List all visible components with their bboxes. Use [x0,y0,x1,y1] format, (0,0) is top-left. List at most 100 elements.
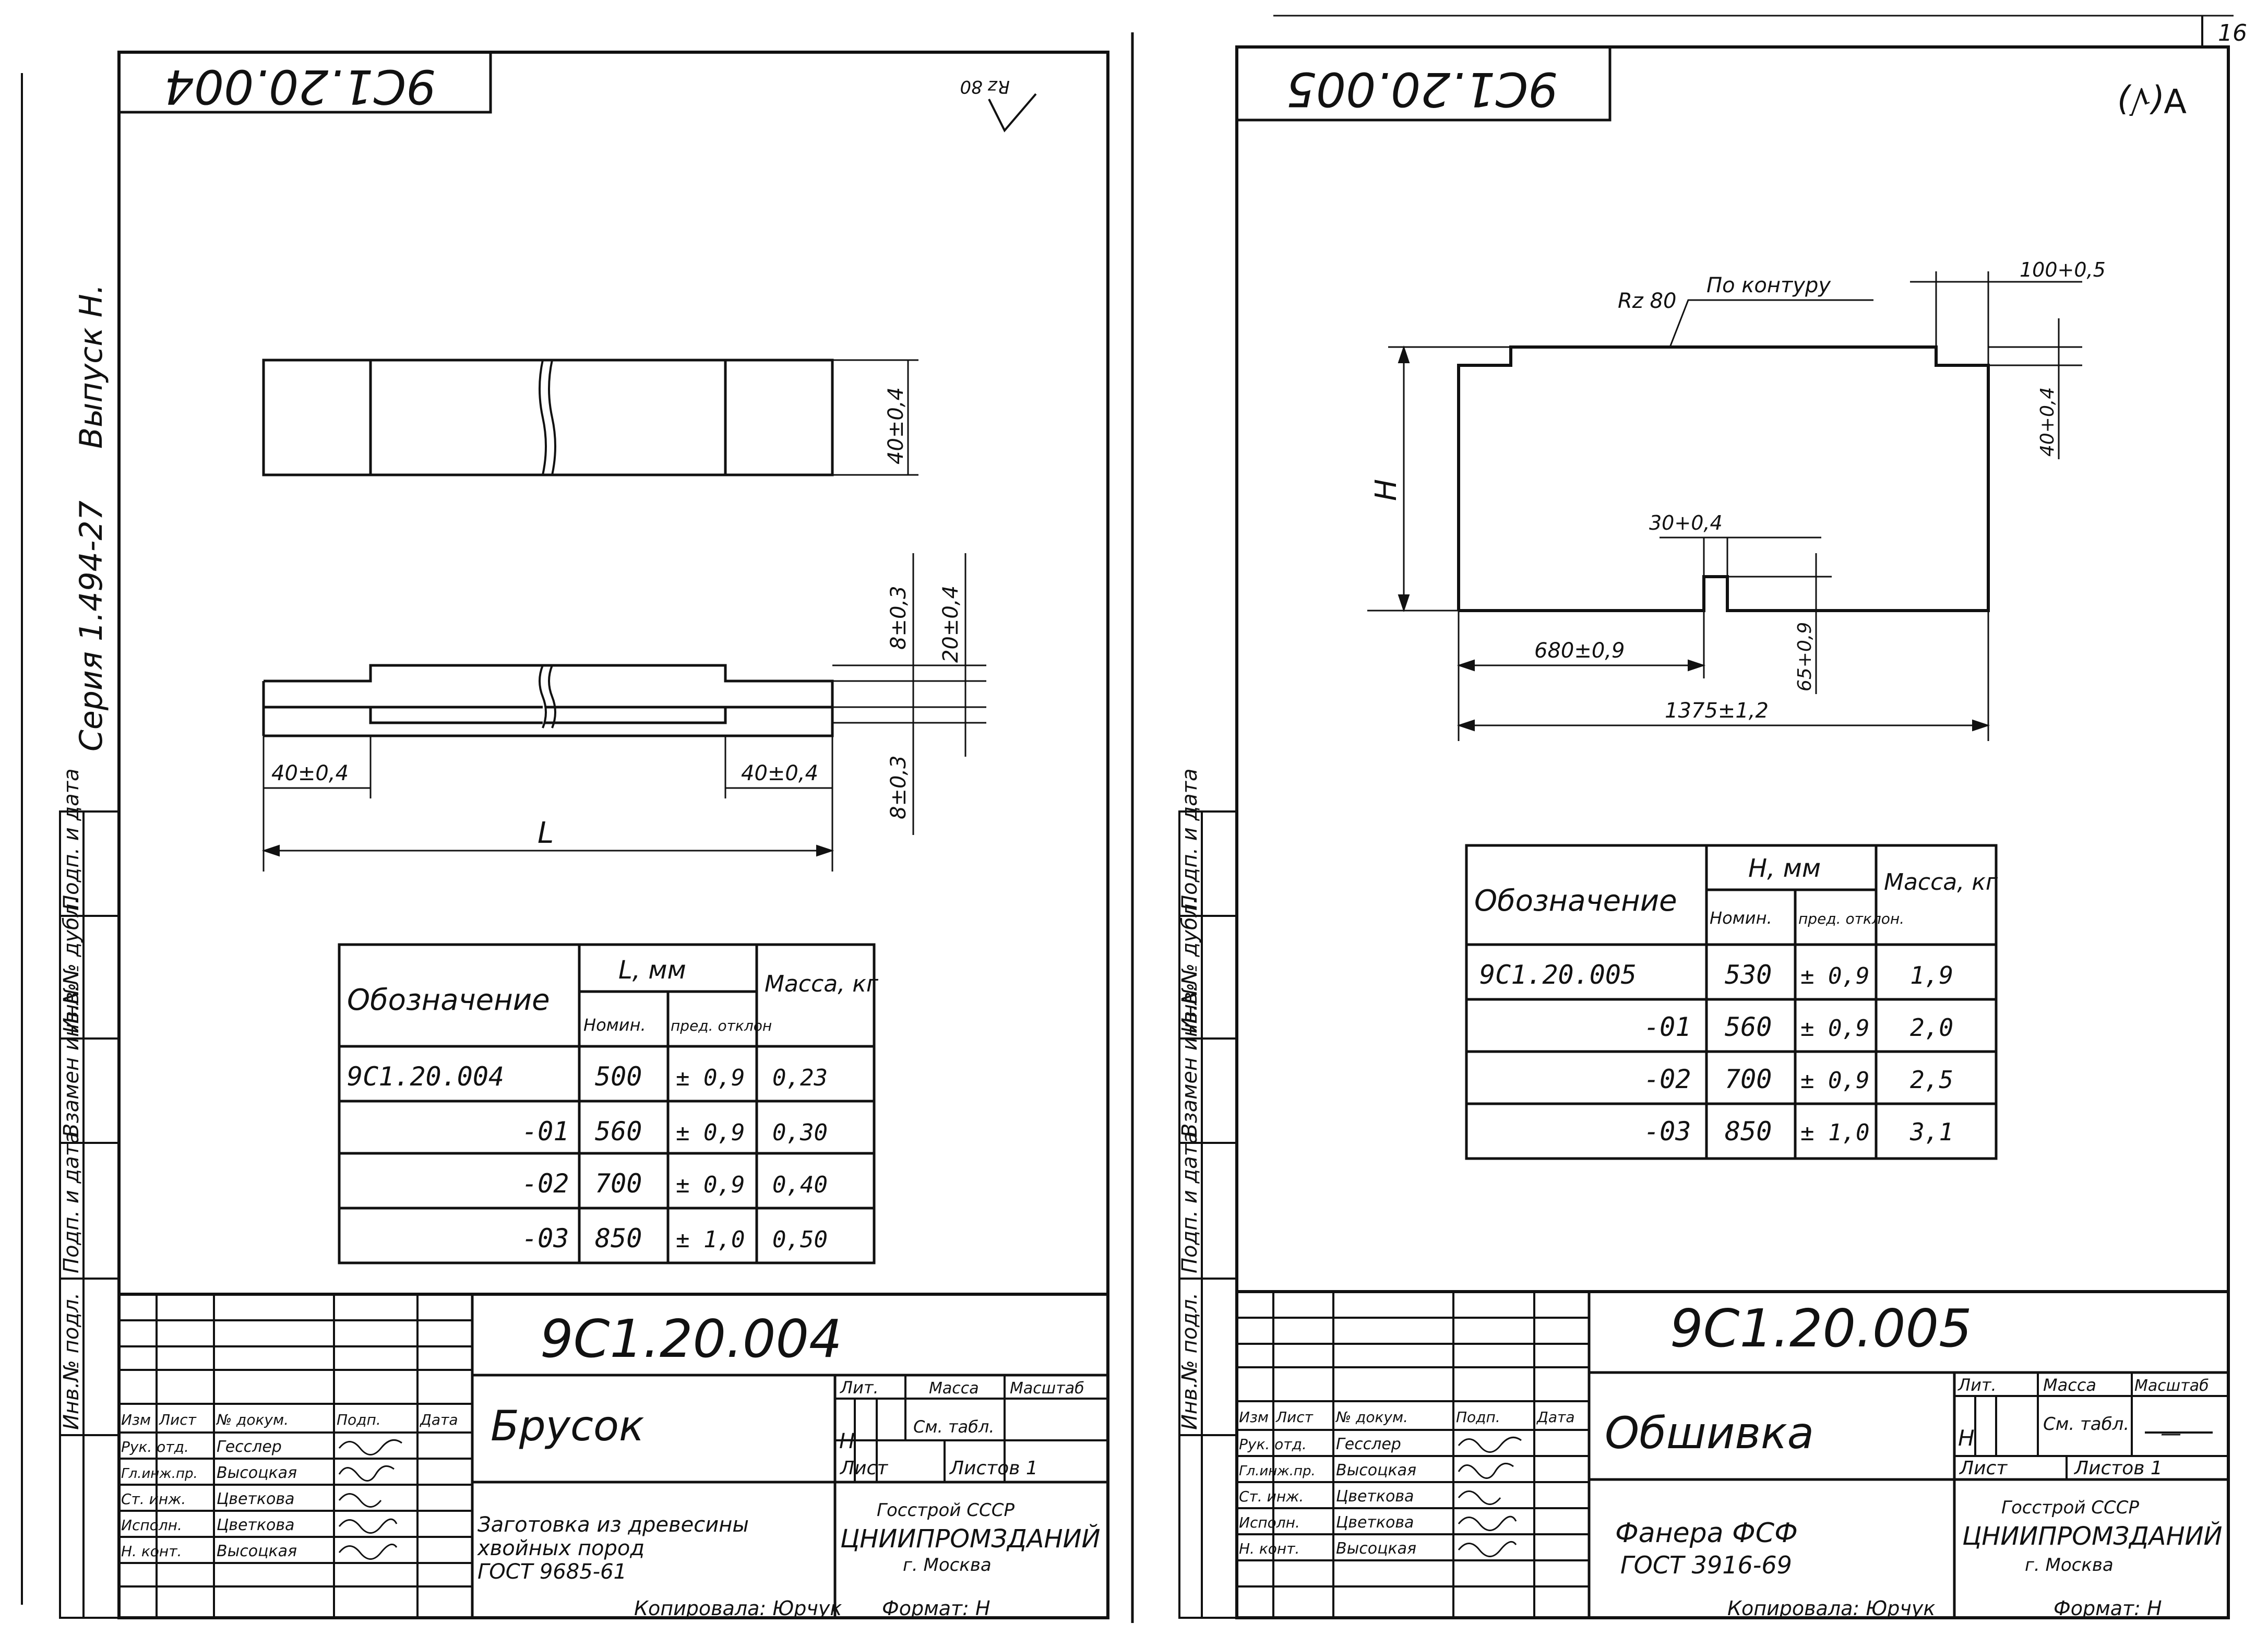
dim-left-end: 40±0,4 [271,761,349,785]
page-frame [1131,15,2234,1623]
scale-label: Масштаб [1010,1379,1084,1398]
table-cell: 9С1.20.005 [1479,960,1637,990]
staff-name: Цветкова [1336,1487,1414,1506]
spec-table [338,943,876,1264]
staff-role: Рук. отд. [121,1438,189,1455]
staff-name: Высоцкая [1336,1461,1416,1479]
org-line: ЦНИИПРОМЗДАНИЙ [840,1524,1100,1554]
dim-slot-pos: 680±0,9 [1534,639,1625,663]
material-line: Фанера ФСФ [1615,1518,1798,1549]
lit-value: Н [1958,1425,1975,1451]
table-cell: 0,30 [772,1119,828,1146]
staff-name: Цветкова [217,1516,294,1534]
scale-label: Масштаб [2134,1377,2209,1395]
table-cell: 500 [595,1061,642,1092]
table-cell: 0,40 [772,1172,828,1198]
top-code: 9С1.20.005 [1286,62,1558,116]
staff-role: Ст. инж. [1239,1488,1304,1505]
format-label: Формат: Н [2054,1597,2162,1620]
table-header-mass: Масса, кг [1884,869,1998,896]
table-cell: 530 [1725,960,1772,990]
staff-header: Лист [159,1411,197,1428]
staff-role: Гл.инж.пр. [121,1466,198,1482]
sheets-label: Листов 1 [2073,1458,2163,1479]
table-cell: ± 0,9 [676,1065,745,1091]
table-cell: ± 0,9 [1800,1015,1869,1042]
mass-value: См. табл. [913,1417,994,1437]
table-header-nom: Номин. [1710,908,1772,928]
table-cell: 3,1 [1909,1118,1953,1146]
staff-name: Цветкова [1336,1513,1414,1532]
dim-right-end: 40±0,4 [741,761,818,785]
table-cell: 0,50 [772,1226,828,1253]
part-top-view [262,359,918,476]
table-cell: ± 1,0 [1800,1119,1869,1146]
part-side-view [261,553,986,872]
staff-header: Подп. [1456,1409,1500,1426]
margin-label: Инв.№ подл. [1178,1293,1202,1430]
material-line: хвойных пород [476,1536,644,1560]
dim-slot-width: 30+0,4 [1649,511,1723,534]
title-code: 9С1.20.005 [1670,1298,1972,1359]
title-block [119,1293,1108,1618]
mass-label: Масса [2043,1375,2096,1395]
dim-length: L [538,816,554,850]
margin-label: Подп. и дата [59,1131,83,1273]
dim-rz: Rz 80 [1618,289,1676,313]
table-cell: 560 [595,1116,642,1147]
mass-label: Масса [929,1379,979,1398]
mass-value: См. табл. [2043,1414,2129,1435]
table-cell: 2,0 [1910,1013,1953,1042]
staff-name: Гесслер [217,1438,282,1456]
table-cell: 700 [1725,1064,1772,1094]
staff-role: Ст. инж. [121,1490,186,1508]
staff-header: Изм [121,1411,151,1428]
margin-label: Взамен инв.№ [59,983,83,1138]
staff-header: Изм [1239,1409,1269,1426]
sheet-label: Лист [839,1458,888,1479]
staff-role: Исполн. [1239,1514,1300,1531]
table-cell: 1,9 [1910,961,1953,989]
table-header-dim: H, мм [1748,854,1821,883]
title-block [1237,1290,2228,1618]
right-sheet: 9С1.20.005 ∀(√) Подп. и дата Инв.№ дубл.… [1178,45,2230,1620]
sheets-label: Листов 1 [949,1458,1038,1479]
dim-width: 1375±1,2 [1665,699,1769,723]
material-line: ГОСТ 9685-61 [478,1560,627,1584]
table-cell: 850 [1725,1116,1772,1147]
staff-header: Дата [1536,1409,1575,1426]
format-label: Формат: Н [882,1597,990,1620]
org-line: Госстрой СССР [2001,1497,2139,1518]
margin-label: Инв.№ дубл. [1178,897,1202,1033]
table-cell: -03 [1644,1116,1691,1147]
table-header-dev: пред. отклон [671,1017,772,1034]
page-number: 16 [2218,20,2247,46]
org-line: г. Москва [2025,1555,2114,1576]
margin-label: Инв.№ дубл. [59,897,83,1033]
staff-name: Высоцкая [217,1464,297,1482]
copied-by: Копировала: Юрчук [1727,1597,1935,1620]
table-cell: 9С1.20.004 [347,1061,504,1092]
dim-slot-depth: 65+0,9 [1794,622,1816,691]
left-margin-column [1178,810,1238,1619]
lit-value: Н [839,1429,855,1453]
table-cell: ± 1,0 [676,1226,745,1253]
table-cell: 700 [595,1168,642,1199]
signatures [338,1439,402,1560]
org-line: г. Москва [903,1555,992,1576]
table-header-dim: L, мм [618,956,686,985]
dim-bottom-step: 8±0,3 [887,755,911,819]
table-header-nom: Номин. [583,1015,646,1035]
staff-role: Рук. отд. [1239,1436,1307,1453]
staff-role: Исполн. [121,1517,182,1534]
table-cell: 2,5 [1910,1066,1953,1094]
staff-name: Высоцкая [1336,1539,1416,1558]
staff-role: Гл.инж.пр. [1239,1463,1316,1479]
copied-by: Копировала: Юрчук [634,1597,842,1620]
panel-drawing [1457,345,1990,612]
staff-name: Гесслер [1336,1435,1401,1453]
table-cell: 0,23 [772,1065,828,1091]
staff-role: Н. конт. [121,1543,182,1560]
lit-label: Лит. [840,1378,879,1398]
